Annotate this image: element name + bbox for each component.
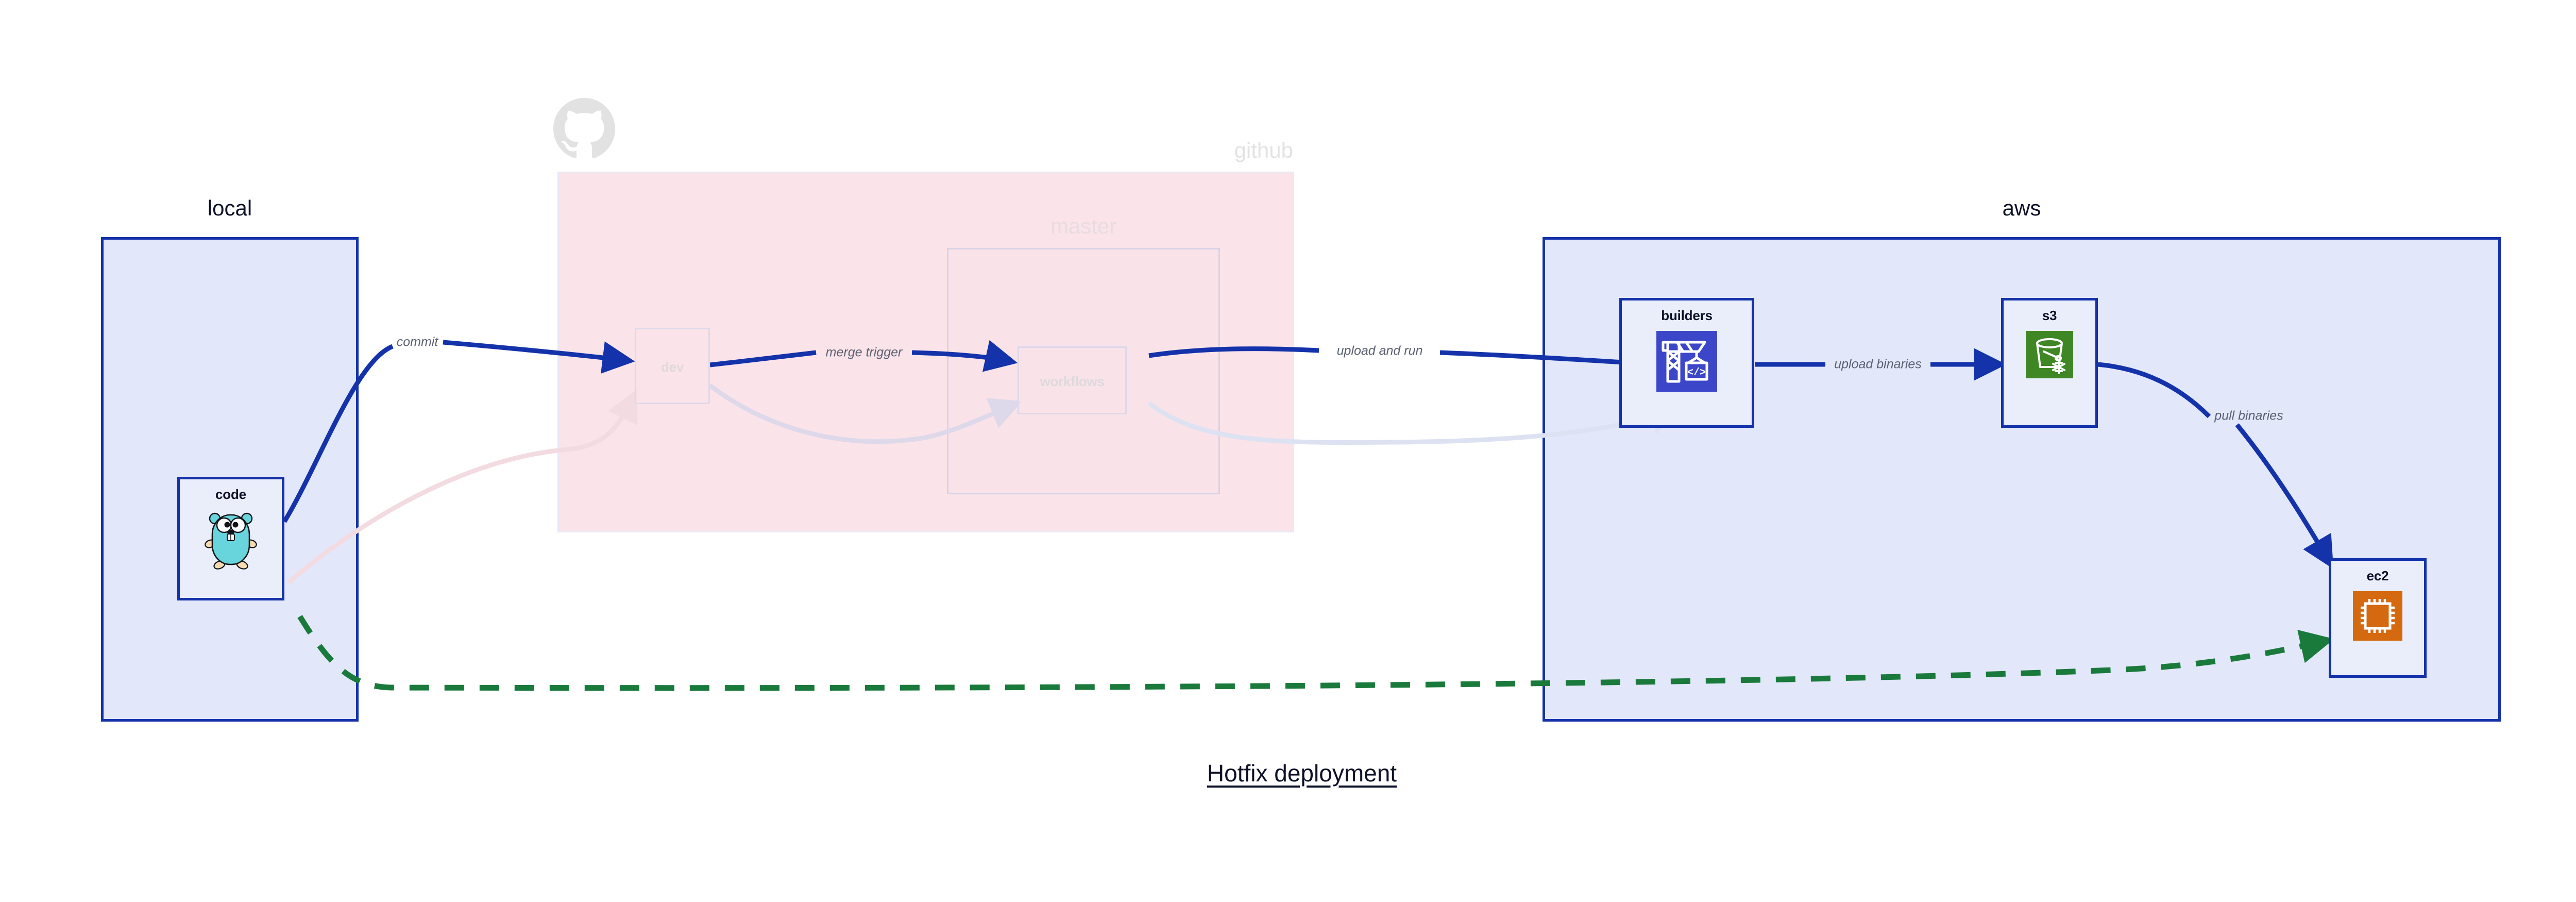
node-ec2[interactable]: ec2 (2329, 558, 2427, 678)
node-builders-label: builders (1661, 308, 1713, 323)
svg-text:</>: </> (1687, 367, 1706, 379)
node-ec2-label: ec2 (2366, 568, 2389, 583)
edge-label-upload-binaries: upload binaries (1833, 357, 1923, 372)
edge-label-pull-binaries: pull binaries (2213, 408, 2285, 424)
node-code-label: code (215, 487, 246, 502)
group-local-label: local (207, 196, 252, 220)
edge-label-merge-trigger: merge trigger (824, 345, 904, 360)
node-workflows-label: workflows (1040, 374, 1105, 389)
edge-label-upload-and-run: upload and run (1335, 343, 1425, 359)
edge-label-commit: commit (395, 335, 440, 350)
node-builders[interactable]: builders (1619, 298, 1754, 428)
diagram-title: Hotfix deployment (1207, 760, 1397, 787)
node-workflows[interactable]: workflows (1018, 346, 1127, 414)
node-dev[interactable]: dev (635, 328, 710, 404)
group-aws-label: aws (2002, 196, 2041, 220)
node-s3[interactable]: s3 (2001, 298, 2098, 428)
node-dev-label: dev (660, 359, 684, 375)
aws-s3-glacier-icon (2026, 331, 2073, 378)
aws-ec2-icon (2353, 591, 2402, 641)
group-github-label: github (1234, 138, 1293, 162)
group-master-label: master (1050, 214, 1117, 238)
node-code[interactable]: code (177, 477, 284, 600)
node-s3-label: s3 (2042, 308, 2057, 323)
go-gopher-icon (202, 510, 260, 570)
aws-codebuild-icon: </> (1656, 331, 1717, 392)
github-octocat-icon (553, 98, 615, 160)
